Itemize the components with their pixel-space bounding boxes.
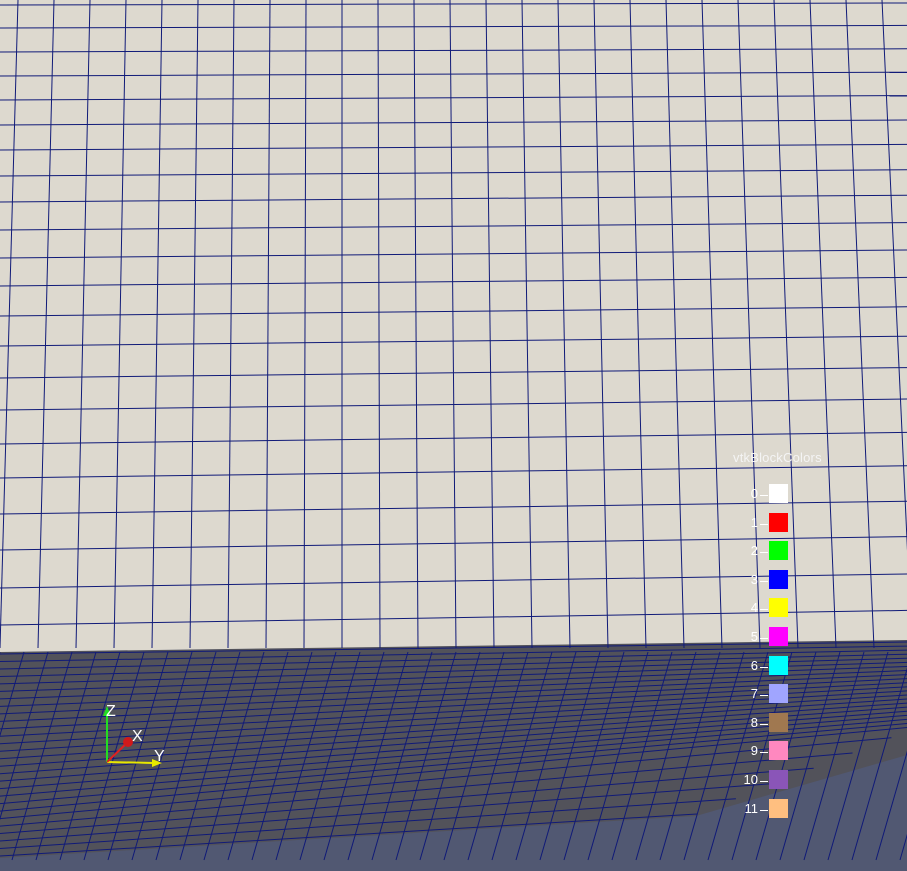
legend-entry-swatch — [769, 655, 788, 675]
legend-entry: 3 — [700, 569, 800, 592]
legend-entry-swatch — [769, 512, 788, 532]
legend-entry: 2 — [700, 541, 800, 563]
legend-entry-swatch — [769, 684, 788, 704]
legend-entry: 7 — [700, 684, 800, 706]
axis-x-label: X — [132, 728, 143, 745]
legend-entry-tick — [760, 666, 768, 668]
legend-entry-label: 8 — [750, 714, 758, 730]
legend-entry: 5 — [700, 627, 800, 649]
legend-entry-tick — [760, 495, 768, 496]
legend-entry-tick — [760, 523, 768, 525]
legend-entry-label: 1 — [750, 514, 758, 530]
legend-entry-swatch — [769, 598, 788, 618]
block-colors-legend: vtkBlockColors 0 1 2 3 4 5 6 7 8 9 10 11 — [700, 450, 900, 830]
legend-entry-tick — [760, 638, 768, 639]
axes-icon — [103, 706, 162, 767]
legend-entry-tick — [760, 552, 768, 554]
legend-entry: 0 — [700, 484, 800, 506]
legend-entry-swatch — [769, 541, 788, 561]
legend-entry: 10 — [700, 770, 800, 792]
legend-entry-label: 3 — [750, 571, 758, 587]
legend-entry-label: 10 — [743, 772, 758, 787]
legend-entry-label: 0 — [750, 486, 758, 501]
wall-grid — [0, 0, 907, 649]
legend-entry-swatch — [769, 484, 788, 503]
legend-entry: 6 — [700, 655, 800, 678]
legend-entry-label: 6 — [750, 657, 758, 673]
legend-entry-tick — [760, 752, 768, 754]
axis-z-label: Z — [106, 703, 116, 720]
legend-entry: 4 — [700, 598, 800, 620]
legend-entry-label: 7 — [750, 686, 758, 702]
floor-grid — [0, 641, 907, 861]
legend-entry-tick — [760, 809, 768, 811]
legend-entry-swatch — [769, 712, 788, 732]
orientation-axes: Z X Y — [90, 700, 180, 780]
legend-entry-swatch — [769, 798, 788, 818]
legend-entry-swatch — [769, 770, 788, 789]
legend-entry-label: 5 — [750, 629, 758, 644]
legend-entry: 11 — [700, 798, 800, 821]
legend-entry-label: 4 — [750, 600, 758, 616]
legend-entry-tick — [760, 580, 768, 582]
legend-entry-tick — [760, 723, 768, 725]
legend-entry-label: 2 — [750, 543, 758, 559]
legend-entry: 8 — [700, 712, 800, 735]
axis-y-label: Y — [154, 748, 165, 765]
legend-entry: 1 — [700, 512, 800, 535]
legend-entry-label: 11 — [744, 800, 759, 816]
legend-entry-tick — [760, 781, 768, 782]
legend-entry-label: 9 — [750, 743, 758, 759]
legend-entry-tick — [760, 695, 768, 697]
legend-title: vtkBlockColors — [733, 450, 822, 465]
legend-entry-swatch — [769, 627, 788, 646]
legend-entry-swatch — [769, 741, 788, 761]
legend-entry-swatch — [769, 569, 788, 589]
legend-entry-tick — [760, 609, 768, 611]
legend-entry: 9 — [700, 741, 800, 763]
